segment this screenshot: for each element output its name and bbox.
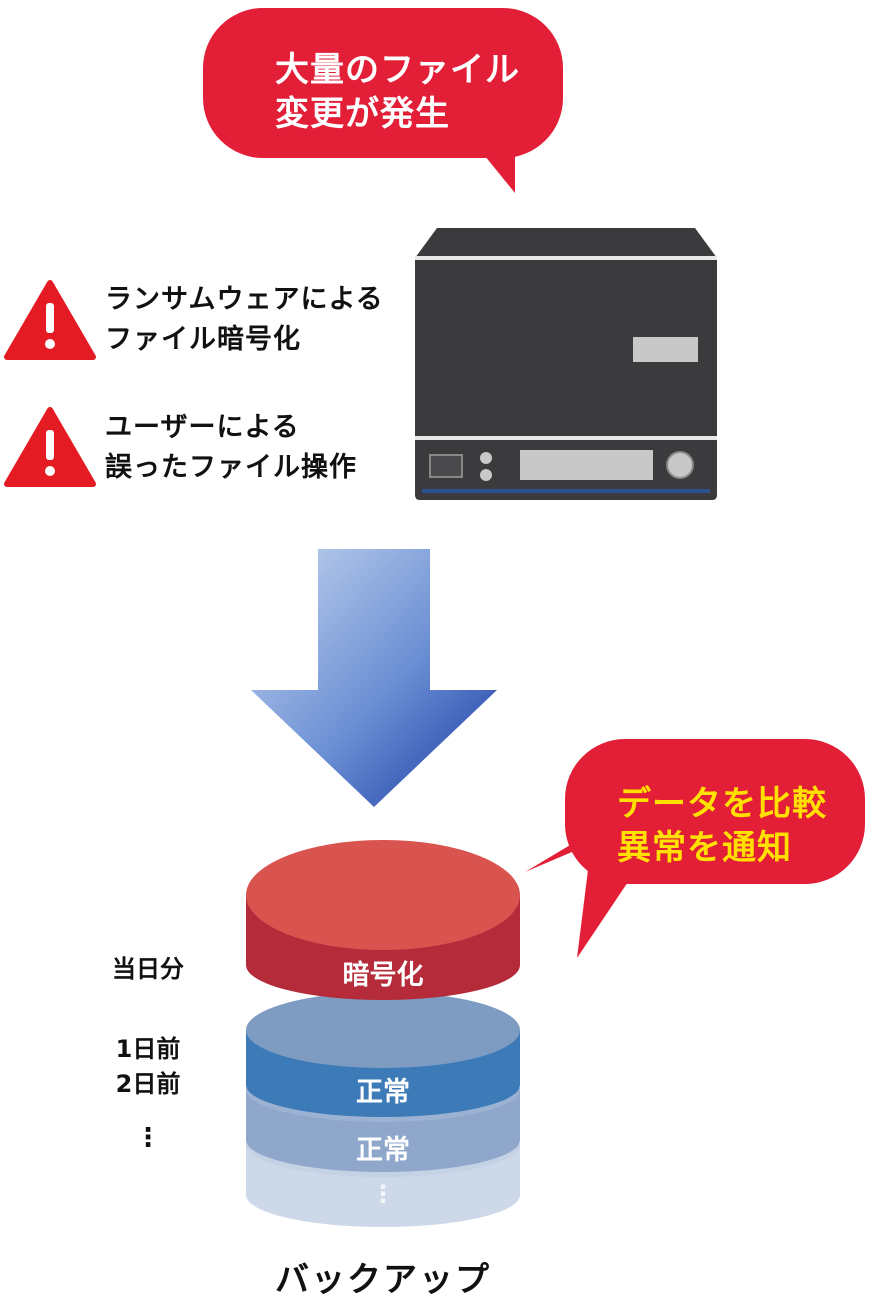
label-1-day-ago: 1日前 bbox=[115, 1035, 181, 1063]
layer-label-encrypted: 暗号化 bbox=[342, 960, 424, 991]
side-bubble-line2: 異常を通知 bbox=[617, 828, 792, 868]
side-speech-bubble bbox=[525, 739, 865, 958]
warning-icon bbox=[4, 280, 96, 360]
backup-caption: バックアップ bbox=[275, 1260, 491, 1300]
label-more-days: ⋮ bbox=[135, 1123, 161, 1153]
warning-user-error-line1: ユーザーによる bbox=[105, 412, 300, 443]
label-today: 当日分 bbox=[112, 955, 184, 983]
down-arrow-icon bbox=[251, 549, 497, 807]
side-bubble-text: データを比較 異常を通知 bbox=[617, 782, 827, 870]
warning-icon bbox=[4, 407, 96, 487]
top-bubble-line2: 変更が発生 bbox=[275, 94, 450, 134]
top-bubble-line1: 大量のファイル bbox=[275, 50, 520, 90]
warning-user-error-line2: 誤ったファイル操作 bbox=[105, 452, 357, 483]
warning-ransomware-line2: ファイル暗号化 bbox=[105, 324, 301, 355]
layer-label-more: ⋮ bbox=[371, 1180, 395, 1208]
top-bubble-text: 大量のファイル 変更が発生 bbox=[275, 48, 520, 136]
warning-user-error: ユーザーによる 誤ったファイル操作 bbox=[105, 408, 357, 488]
side-bubble-line1: データを比較 bbox=[617, 784, 827, 824]
layer-label-normal-2: 正常 bbox=[356, 1135, 410, 1166]
backup-stack bbox=[246, 840, 520, 1227]
nas-device-icon bbox=[415, 228, 717, 500]
warning-ransomware: ランサムウェアによる ファイル暗号化 bbox=[105, 280, 384, 360]
label-2-days-ago: 2日前 bbox=[115, 1070, 181, 1098]
layer-label-normal-1: 正常 bbox=[356, 1077, 410, 1108]
warning-ransomware-line1: ランサムウェアによる bbox=[105, 284, 384, 315]
top-speech-bubble bbox=[203, 8, 563, 193]
